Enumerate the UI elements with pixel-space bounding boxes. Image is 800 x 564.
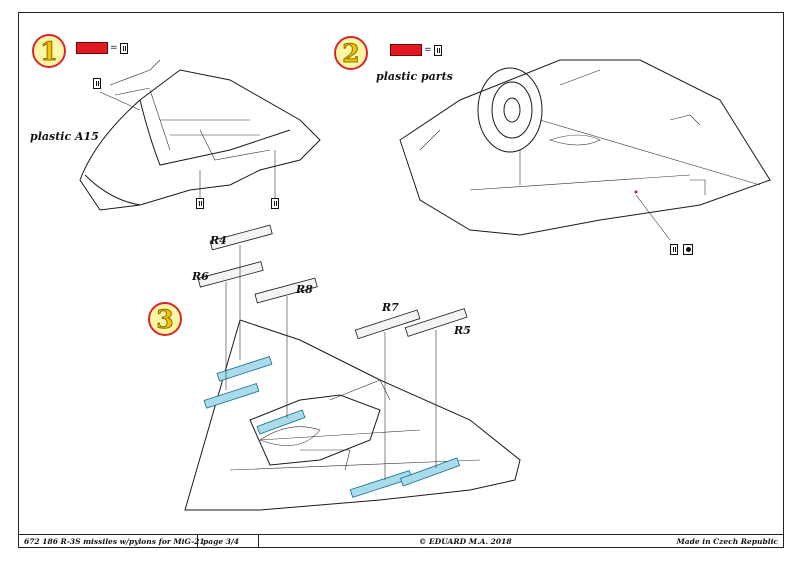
step-2-remove-legend: = <box>390 44 442 56</box>
plastic-parts-label: plastic parts <box>376 70 453 83</box>
parts-icon <box>271 198 279 209</box>
equals-sign: = <box>110 43 118 53</box>
parts-icon <box>119 42 128 54</box>
plastic-a15-label: plastic A15 <box>30 130 99 143</box>
page-footer: 672 186 R-3S missiles w/pylons for MiG-2… <box>18 534 784 548</box>
remove-swatch <box>76 42 108 54</box>
equals-sign: = <box>424 45 432 55</box>
parts-icon <box>670 244 678 255</box>
copyright: © EDUARD M.A. 2018 <box>418 536 512 546</box>
step-2-badge: 2 <box>334 36 368 70</box>
part-label-r4: R4 <box>210 234 227 247</box>
page-number: page 3/4 <box>198 535 259 547</box>
step-3-badge: 3 <box>148 302 182 336</box>
parts-icon <box>93 78 101 89</box>
step-1-badge: 1 <box>32 34 66 68</box>
parts-icon <box>433 44 442 56</box>
step2-drawing <box>399 59 771 241</box>
part-label-r6: R6 <box>192 270 209 283</box>
part-label-r8: R8 <box>296 283 313 296</box>
part-label-r7: R7 <box>382 301 399 314</box>
part-label-r5: R5 <box>454 324 471 337</box>
made-in: Made in Czech Republic <box>676 536 778 546</box>
bend-icon <box>683 244 693 255</box>
remove-swatch <box>390 44 422 56</box>
step1-drawing <box>79 59 321 211</box>
step-1-remove-legend: = <box>76 42 128 54</box>
kit-code: 672 186 R-3S missiles w/pylons for MiG-2… <box>19 535 205 547</box>
step3-drawing <box>184 224 521 511</box>
parts-icon <box>196 198 204 209</box>
